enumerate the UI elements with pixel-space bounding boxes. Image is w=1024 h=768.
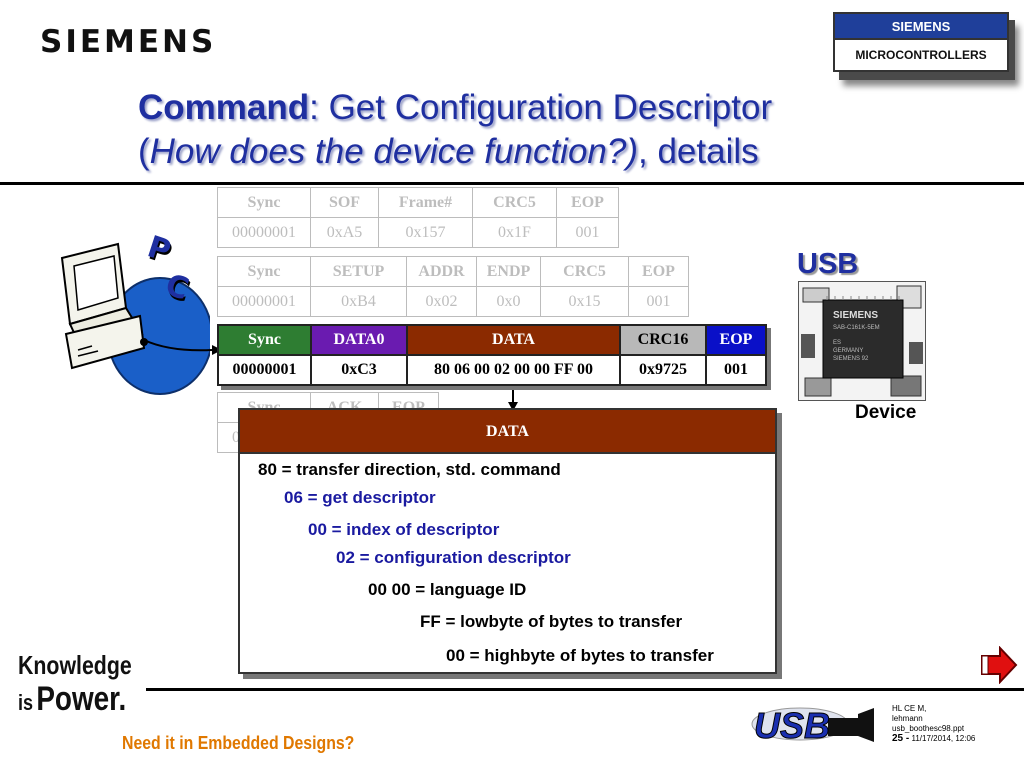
setup-value-cell: 0x15 <box>540 286 629 317</box>
title-details: , details <box>638 132 759 171</box>
siemens-logo: SIEMENS <box>40 24 217 60</box>
next-slide-arrow-icon[interactable] <box>980 646 1018 684</box>
detail-line: 00 = highbyte of bytes to transfer <box>446 646 714 665</box>
data-value-cell: 0xC3 <box>310 354 408 386</box>
setup-packet-table: Sync SETUP ADDR ENDP CRC5 EOP 00000001 0… <box>217 256 689 317</box>
device-chip-text: ES <box>833 340 841 346</box>
device-chip-text: SIEMENS <box>833 310 878 321</box>
setup-value-cell: 0x02 <box>406 286 477 317</box>
meta-line: HL CE M, <box>892 704 927 713</box>
title-paren: ( <box>138 132 150 171</box>
device-chip-icon: SIEMENS SAB-C161K-5EM ES GERMANY SIEMENS… <box>801 285 923 397</box>
data-packet-table: Sync DATA0 DATA CRC16 EOP 00000001 0xC3 … <box>217 324 767 386</box>
data-value-cell: 80 06 00 02 00 00 FF 00 <box>406 354 621 386</box>
detail-line: 00 00 = language ID <box>368 580 527 599</box>
sof-header-cell: Sync <box>217 187 311 218</box>
detail-line: 00 = index of descriptor <box>308 520 500 539</box>
sof-value-cell: 0x157 <box>378 217 473 248</box>
badge-subtitle: MICROCONTROLLERS <box>855 48 987 62</box>
slide-meta: HL CE M, lehmann usb_boothesc98.ppt 25 -… <box>892 704 975 744</box>
pc-to-packet-arrow <box>143 339 222 355</box>
sof-value-cell: 0x1F <box>472 217 557 248</box>
sof-packet-table: Sync SOF Frame# CRC5 EOP 00000001 0xA5 0… <box>217 187 619 248</box>
setup-header-cell: ADDR <box>406 256 477 287</box>
device-label: Device <box>855 402 917 423</box>
setup-header-cell: ENDP <box>476 256 541 287</box>
title-question: How does the device function?) <box>149 132 638 171</box>
data-header-data0: DATA0 <box>310 324 408 356</box>
sof-header-cell: EOP <box>556 187 619 218</box>
title-rest: : Get Configuration Descriptor <box>309 88 773 127</box>
setup-header-cell: Sync <box>217 256 311 287</box>
setup-header-cell: CRC5 <box>540 256 629 287</box>
microcontrollers-badge: SIEMENS MICROCONTROLLERS <box>833 12 1009 72</box>
device-chip-text: GERMANY <box>833 348 863 354</box>
tagline: Need it in Embedded Designs? <box>122 733 355 753</box>
detail-line: 80 = transfer direction, std. command <box>258 460 561 479</box>
title-divider <box>0 182 1024 185</box>
knowledge-text: Knowledge <box>18 650 132 680</box>
device-chip-text: SIEMENS 92 <box>833 356 869 362</box>
is-power-text: isPower. <box>18 680 126 719</box>
usb-logo-text: USB <box>754 705 830 746</box>
meta-line: lehmann <box>892 714 923 723</box>
meta-date: 11/17/2014, 12:06 <box>911 734 976 743</box>
detail-line: 06 = get descriptor <box>284 488 436 507</box>
data-header-sync: Sync <box>217 324 312 356</box>
setup-value-cell: 001 <box>628 286 689 317</box>
pc-computer-icon <box>60 242 210 395</box>
setup-header-cell: EOP <box>628 256 689 287</box>
badge-brand: SIEMENS <box>835 14 1007 40</box>
detail-line: 02 = configuration descriptor <box>336 548 571 567</box>
data-detail-panel: DATA 80 = transfer direction, std. comma… <box>238 408 777 674</box>
detail-line: FF = lowbyte of bytes to transfer <box>420 612 683 631</box>
detail-header: DATA <box>240 410 775 454</box>
data-header-data: DATA <box>406 324 621 356</box>
power-text: Power. <box>36 680 127 718</box>
meta-line: usb_boothesc98.ppt <box>892 724 965 733</box>
data-value-cell: 0x9725 <box>619 354 707 386</box>
usb-logo-icon: USB <box>751 705 874 747</box>
sof-header-cell: SOF <box>310 187 379 218</box>
page-number: 25 - <box>892 733 910 744</box>
sof-header-cell: Frame# <box>378 187 473 218</box>
data-header-crc16: CRC16 <box>619 324 707 356</box>
sof-value-cell: 0xA5 <box>310 217 379 248</box>
data-value-cell: 00000001 <box>217 354 312 386</box>
sof-header-cell: CRC5 <box>472 187 557 218</box>
setup-value-cell: 0xB4 <box>310 286 407 317</box>
title-command: Command <box>138 88 310 127</box>
usb-label: USB <box>797 248 859 280</box>
device-photo: SIEMENS SAB-C161K-5EM ES GERMANY SIEMENS… <box>798 281 926 401</box>
device-chip-text: SAB-C161K-5EM <box>833 325 880 331</box>
footer-divider <box>146 688 1024 691</box>
setup-value-cell: 0x0 <box>476 286 541 317</box>
setup-value-cell: 00000001 <box>217 286 311 317</box>
sof-value-cell: 00000001 <box>217 217 311 248</box>
sof-value-cell: 001 <box>556 217 619 248</box>
is-text: is <box>18 690 34 715</box>
slide-title: Command: Get Configuration Descriptor (H… <box>138 86 772 174</box>
data-header-eop: EOP <box>705 324 767 356</box>
data-value-cell: 001 <box>705 354 767 386</box>
data-down-arrow <box>508 384 518 411</box>
setup-header-cell: SETUP <box>310 256 407 287</box>
